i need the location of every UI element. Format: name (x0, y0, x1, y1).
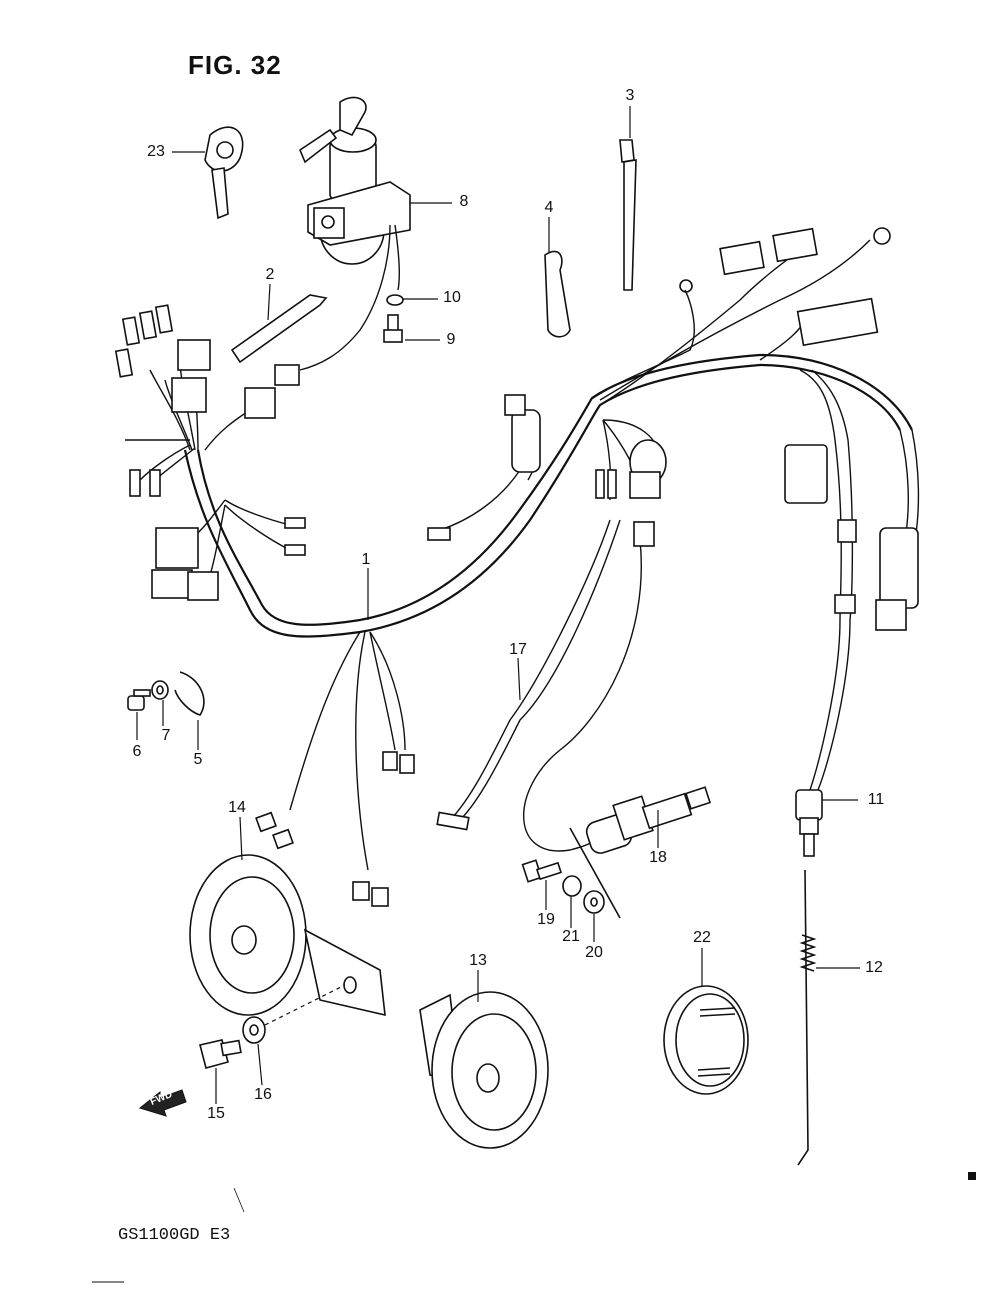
callout-23: 23 (147, 143, 165, 160)
connectors-top-right (679, 227, 891, 347)
ignition-switch (274, 96, 411, 386)
callout-3: 3 (625, 87, 635, 104)
washer-21 (562, 875, 582, 897)
figure-title: FIG. 32 (188, 50, 282, 80)
callout-21: 21 (562, 928, 580, 945)
fwd-arrow (138, 1089, 187, 1117)
clip-5 (174, 671, 205, 716)
clamp-4 (544, 250, 571, 338)
callout-22: 22 (693, 929, 711, 946)
callout-14: 14 (228, 799, 246, 816)
callout-10: 10 (443, 289, 461, 306)
callout-16: 16 (254, 1086, 272, 1103)
callout-5: 5 (193, 751, 203, 768)
callout-1: 1 (361, 551, 371, 568)
reflector-22 (663, 985, 749, 1095)
callout-8: 8 (459, 193, 469, 210)
horn-13 (419, 991, 549, 1149)
leader-lines (136, 106, 860, 1104)
bolt-9 (383, 314, 403, 343)
callout-11: 11 (867, 791, 885, 808)
model-code: GS1100GD E3 (118, 1226, 231, 1245)
connectors-left (114, 304, 306, 601)
callout-4: 4 (544, 199, 554, 216)
bolt-15 (199, 1039, 242, 1069)
washer-10 (386, 294, 404, 306)
callout-2: 2 (265, 266, 275, 283)
screw-19 (521, 859, 563, 883)
cable-tie-3 (619, 139, 637, 291)
callout-13: 13 (469, 952, 487, 969)
switch-18 (569, 786, 711, 919)
switch-11 (795, 789, 823, 857)
callout-6: 6 (132, 743, 142, 760)
terminals-lower (255, 751, 470, 907)
ignition-key (204, 126, 244, 220)
callout-7: 7 (161, 727, 171, 744)
wiring-harness (125, 239, 920, 871)
callout-12: 12 (865, 959, 883, 976)
washer-16 (242, 1016, 266, 1044)
callout-19: 19 (537, 911, 555, 928)
washer-7 (151, 680, 169, 700)
callout-17: 17 (509, 641, 527, 658)
clamp-2 (230, 294, 328, 364)
washer-20 (583, 890, 605, 914)
spring-12 (797, 869, 817, 1166)
scan-marks (92, 1172, 976, 1283)
connectors-center (427, 394, 919, 631)
callout-20: 20 (585, 944, 603, 961)
callout-18: 18 (649, 849, 667, 866)
callout-15: 15 (207, 1105, 225, 1122)
screw-6 (127, 689, 151, 711)
horn-14 (189, 854, 386, 1017)
callout-9: 9 (446, 331, 456, 348)
